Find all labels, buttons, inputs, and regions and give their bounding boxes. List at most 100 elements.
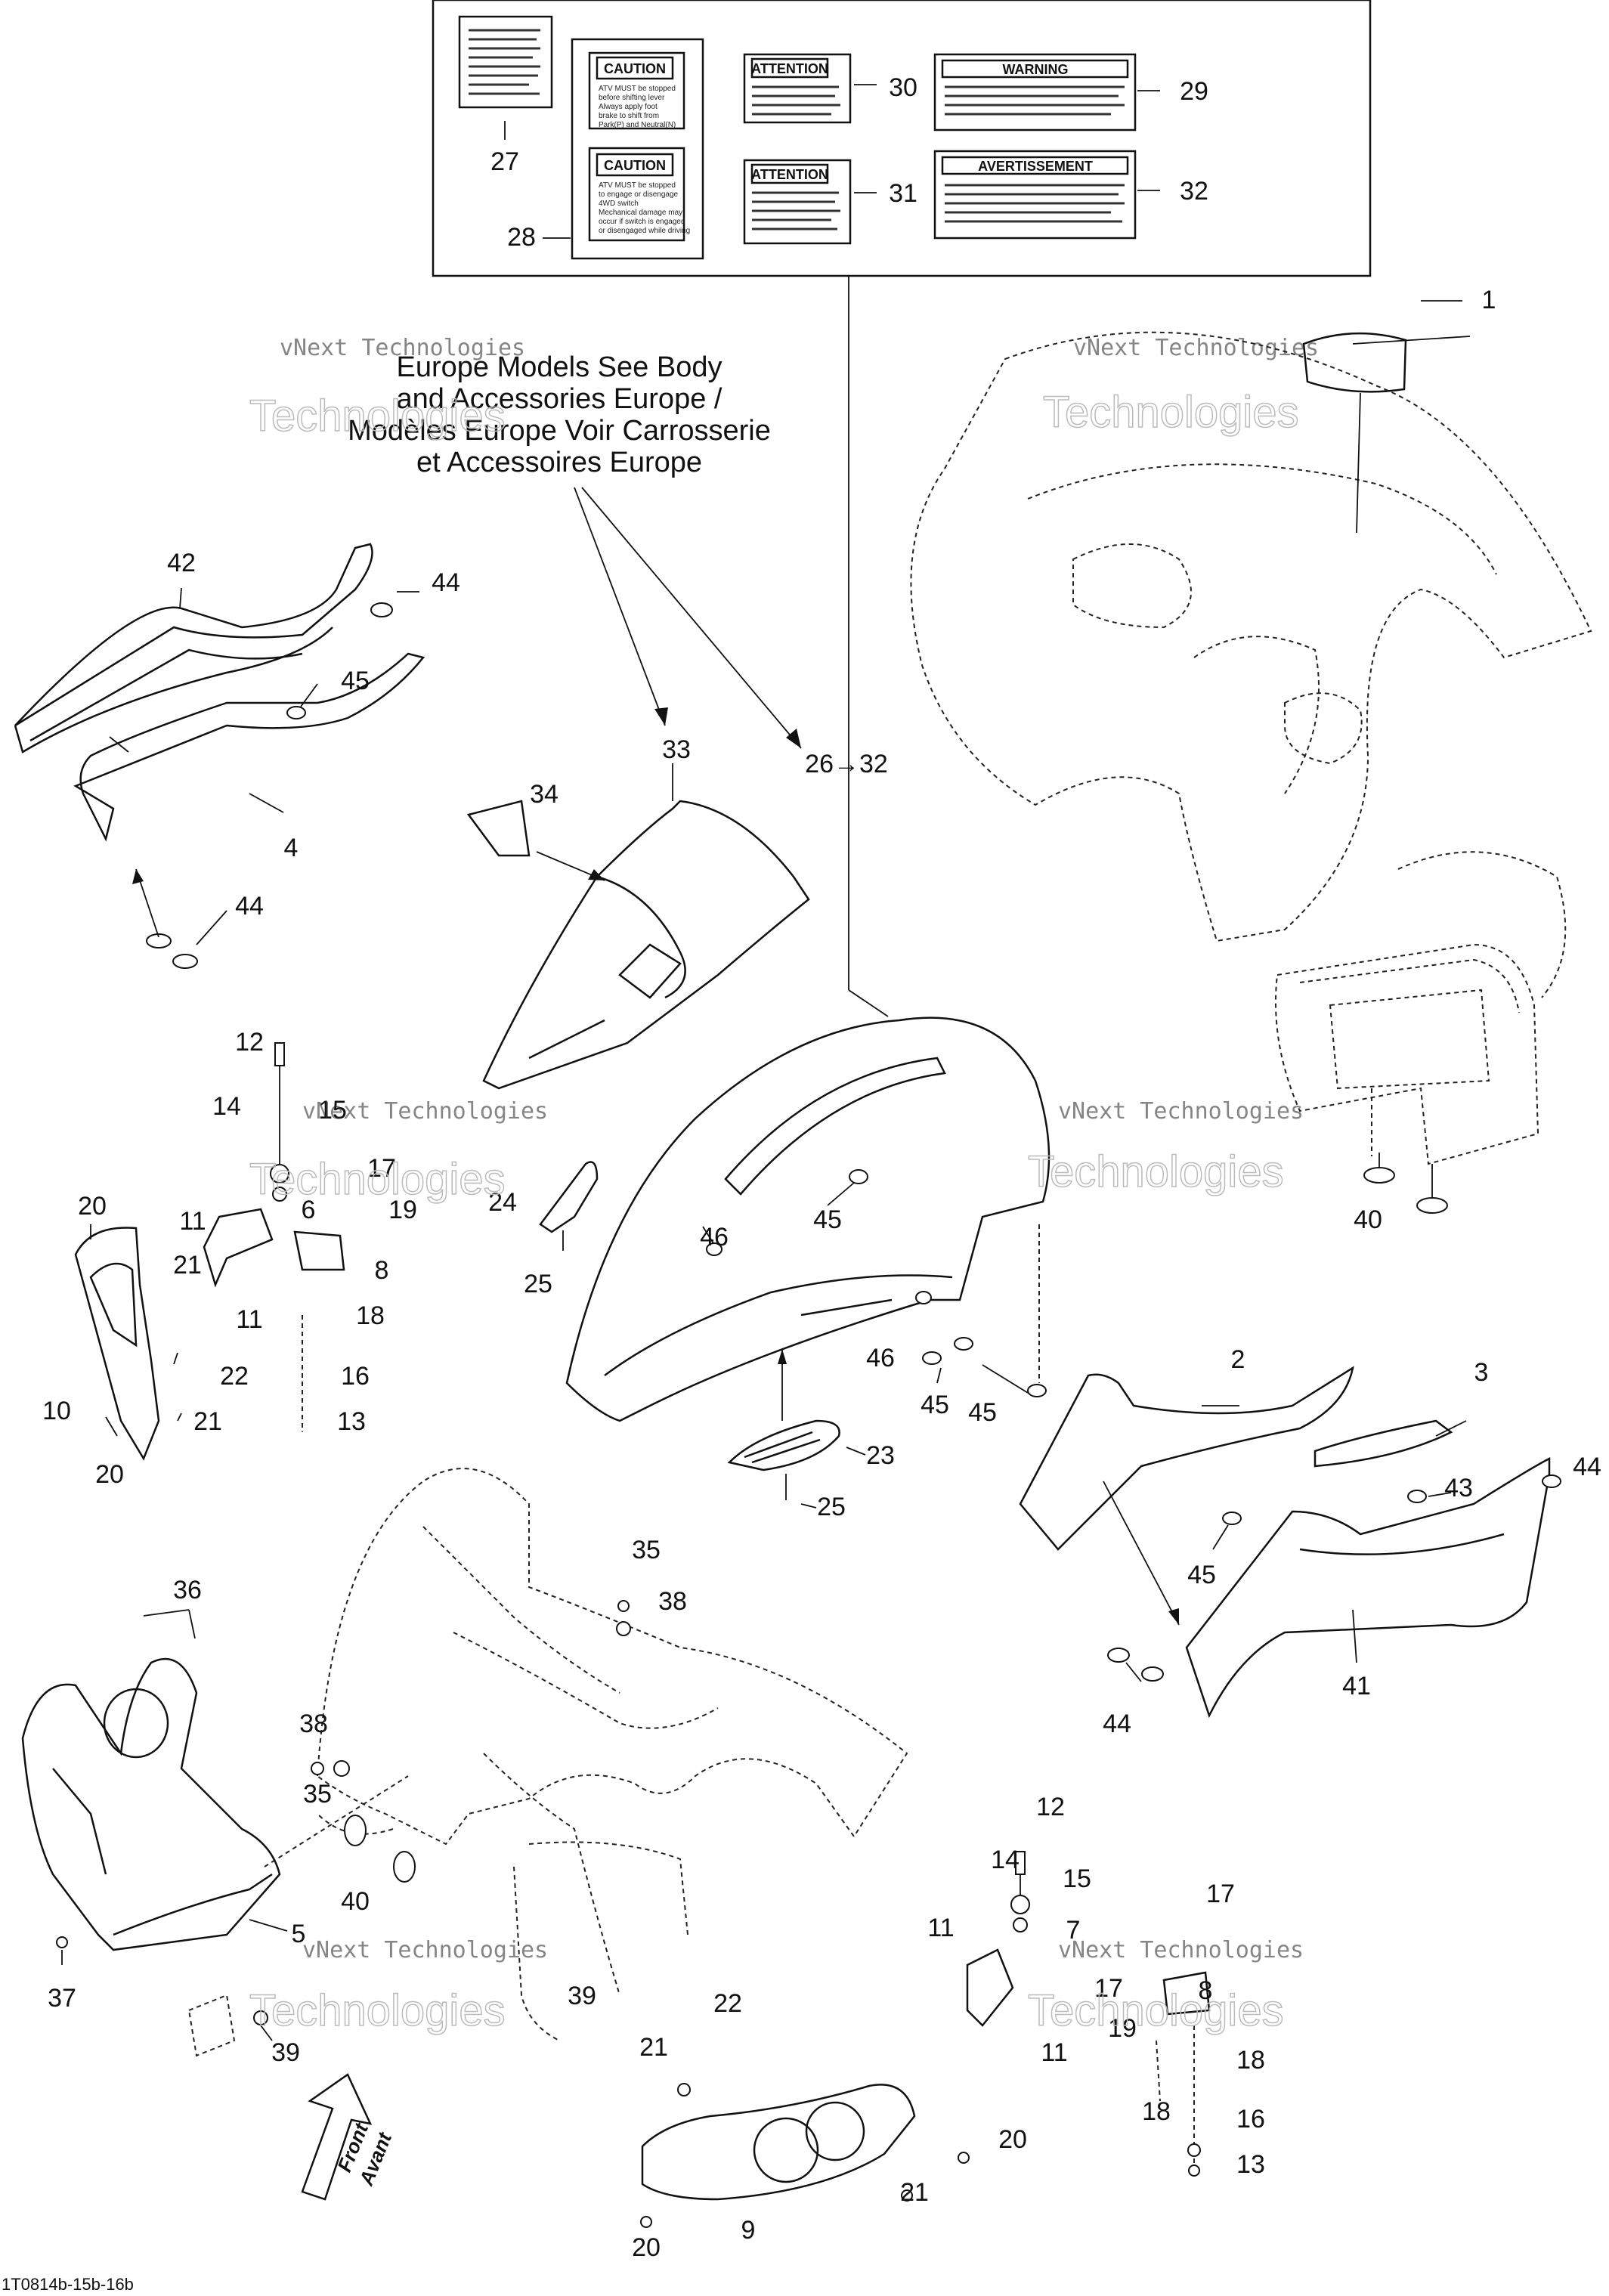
rear-fender-1: 1 xyxy=(910,286,1592,942)
callout-32: 32 xyxy=(1180,177,1208,206)
callout-5: 5 xyxy=(292,1920,306,1948)
svg-text:to engage or disengage: to engage or disengage xyxy=(599,190,679,199)
callout-13-left: 13 xyxy=(337,1407,366,1436)
decal-avertissement: AVERTISSEMENT xyxy=(933,150,1137,240)
callout-39-left: 39 xyxy=(271,2038,300,2067)
decal-warning: WARNING xyxy=(933,53,1137,132)
callout-38-upper: 38 xyxy=(658,1587,687,1616)
decal-avertissement-title: AVERTISSEMENT xyxy=(978,159,1093,174)
callout-11-left-bottom: 11 xyxy=(236,1305,262,1334)
rear-rack: 40 xyxy=(1275,851,1567,1234)
callout-44-bottom-left: 44 xyxy=(235,892,264,921)
callout-18-right-a: 18 xyxy=(1236,2046,1265,2075)
vent-23: 23 25 xyxy=(727,1349,895,1521)
watermark-text-3: vNext Technologies xyxy=(302,1098,548,1125)
right-side-panel: 2 3 44 43 45 41 44 xyxy=(1019,1345,1601,1738)
callout-28: 28 xyxy=(507,223,536,252)
decal-caution-1-title: CAUTION xyxy=(604,61,666,76)
callout-44-right-top: 44 xyxy=(1573,1453,1601,1481)
callout-16-right: 16 xyxy=(1236,2105,1265,2134)
europe-note-line-4: et Accessoires Europe xyxy=(416,447,702,478)
callout-6: 6 xyxy=(302,1196,316,1224)
callout-19-left: 19 xyxy=(388,1196,417,1224)
callout-12-left: 12 xyxy=(235,1028,264,1057)
svg-text:4WD switch: 4WD switch xyxy=(599,200,639,208)
callout-34: 34 xyxy=(530,780,559,809)
callout-8-right: 8 xyxy=(1199,1976,1213,2005)
callout-45-right: 45 xyxy=(1187,1561,1216,1589)
vent-24: 24 25 xyxy=(488,1161,599,1298)
decal-caution-2-title: CAUTION xyxy=(604,158,666,173)
callout-45-lower-a: 45 xyxy=(921,1391,949,1419)
callout-46-upper: 46 xyxy=(700,1223,729,1252)
europe-note: Europe Models See Body and Accessories E… xyxy=(348,351,802,749)
callout-45-lower-b: 45 xyxy=(968,1398,997,1427)
decal-attention-1-title: ATTENTION xyxy=(751,61,828,76)
callout-11-right-top: 11 xyxy=(927,1914,954,1942)
callout-2: 2 xyxy=(1231,1345,1245,1374)
callout-8-left: 8 xyxy=(375,1256,389,1285)
watermark-text-6: vNext Technologies xyxy=(1058,1937,1304,1963)
callout-45-center: 45 xyxy=(813,1205,842,1234)
decal-attention-1: ATTENTION xyxy=(743,53,852,124)
callout-19-right: 19 xyxy=(1108,2014,1137,2043)
callout-17-right-b: 17 xyxy=(1094,1974,1123,2003)
callout-35-upper: 35 xyxy=(632,1536,661,1564)
callout-21-right-top: 21 xyxy=(639,2033,668,2062)
europe-note-line-2: and Accessories Europe / xyxy=(397,383,723,415)
callout-7: 7 xyxy=(1066,1916,1081,1945)
callout-42: 42 xyxy=(167,549,196,577)
callout-21-left-bottom: 21 xyxy=(193,1407,222,1436)
callout-15-right: 15 xyxy=(1063,1864,1091,1893)
callout-18-right-b: 18 xyxy=(1142,2097,1171,2126)
callout-13-right: 13 xyxy=(1236,2150,1265,2179)
callout-20-left-bottom: 20 xyxy=(95,1460,124,1489)
drawing-code: 1T0814b-15b-16b xyxy=(2,2275,134,2294)
europe-note-line-3: Modèles Europe Voir Carrosserie xyxy=(348,415,771,447)
decal-attention-2: ATTENTION xyxy=(743,159,852,245)
callout-38-lower: 38 xyxy=(299,1710,328,1738)
callout-25-upper: 25 xyxy=(524,1270,552,1298)
left-side-panel: 42 44 45 4 44 xyxy=(14,543,460,969)
callout-12-right: 12 xyxy=(1036,1793,1065,1821)
svg-text:before shifting lever: before shifting lever xyxy=(599,94,665,102)
right-headlight-assembly: 12 14 15 17 11 7 17 8 19 22 11 18 21 18 … xyxy=(632,1793,1265,2262)
decal-warning-title: WARNING xyxy=(1003,62,1069,77)
svg-text:Mechanical damage may: Mechanical damage may xyxy=(599,209,682,217)
callout-14-right: 14 xyxy=(991,1846,1020,1874)
callout-17-right-a: 17 xyxy=(1206,1880,1235,1908)
callout-44-right-bottom: 44 xyxy=(1103,1710,1131,1738)
watermark-logo-2: Technologies xyxy=(1043,388,1299,437)
decal-27 xyxy=(458,15,553,109)
callout-23: 23 xyxy=(866,1441,895,1470)
callout-36: 36 xyxy=(173,1576,202,1604)
callout-11-left-top: 11 xyxy=(179,1207,206,1236)
decal-caution-2: CAUTION ATV MUST be stopped to engage or… xyxy=(588,147,690,242)
callout-10: 10 xyxy=(42,1397,71,1425)
callout-31: 31 xyxy=(889,179,917,208)
callout-46-lower: 46 xyxy=(866,1344,895,1372)
svg-text:ATV MUST be stopped: ATV MUST be stopped xyxy=(599,85,676,93)
svg-text:brake to shift from: brake to shift from xyxy=(599,112,659,120)
range-label-26-32: 26→32 xyxy=(805,750,888,778)
callout-3: 3 xyxy=(1474,1358,1489,1387)
callout-40-front: 40 xyxy=(341,1887,370,1916)
watermark-logo-5: Technologies xyxy=(249,1986,506,2035)
center-seat: 34 33 xyxy=(466,735,810,1090)
watermark-logo-1: Technologies xyxy=(249,391,506,441)
callout-39-right: 39 xyxy=(568,1982,596,2010)
callout-16-left: 16 xyxy=(341,1362,370,1391)
front-fender: 35 38 38 35 40 39 xyxy=(264,1468,908,2041)
callout-22-left: 22 xyxy=(220,1362,249,1391)
front-grille: 36 5 37 39 xyxy=(21,1576,306,2067)
watermark-logo-3: Technologies xyxy=(249,1155,506,1204)
callout-24: 24 xyxy=(488,1188,517,1217)
svg-text:ATV MUST be stopped: ATV MUST be stopped xyxy=(599,181,676,190)
svg-text:occur if switch is engaged: occur if switch is engaged xyxy=(599,218,685,226)
callout-30: 30 xyxy=(889,73,917,102)
callout-17-left: 17 xyxy=(367,1154,396,1183)
callout-22-right: 22 xyxy=(713,1989,742,2018)
callout-21-right-bottom: 21 xyxy=(900,2178,929,2207)
callout-20-left-top: 20 xyxy=(78,1192,107,1221)
front-body-cover: 45 46 46 45 45 xyxy=(565,1016,1050,1427)
